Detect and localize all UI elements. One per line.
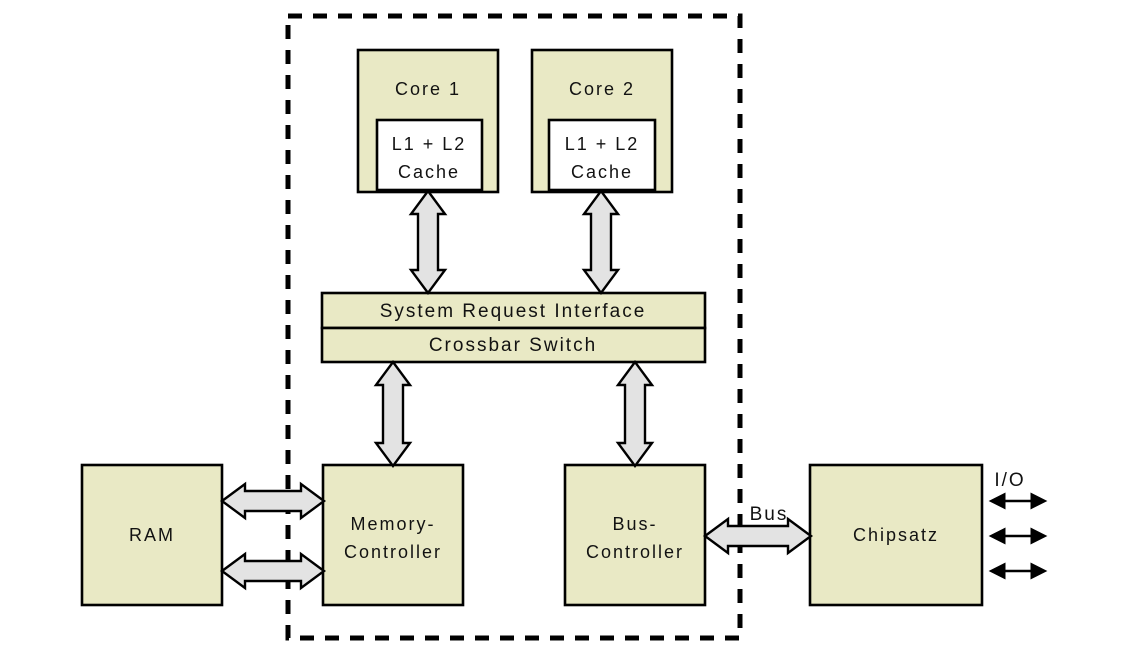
system-request-interface-label: System Request Interface: [380, 301, 647, 322]
bus-controller-label-line1: Bus-: [612, 514, 657, 534]
core1-cache-box: [375, 118, 484, 192]
crossbar-switch-label: Crossbar Switch: [429, 335, 597, 356]
core2-cache-label-line2: Cache: [571, 162, 633, 182]
ram-box: [80, 463, 224, 607]
arrow-ram-memory-controller-top: [219, 481, 327, 521]
arrow-cache2-sri: [581, 188, 621, 296]
bus-controller-label-line2: Controller: [586, 542, 684, 562]
core2-cache-box: [547, 118, 657, 192]
arrow-ram-memory-controller-bottom: [219, 551, 327, 591]
bus-controller-box: [563, 463, 707, 607]
ram-label: RAM: [129, 525, 175, 545]
bus-label: Bus: [750, 504, 789, 525]
core1-cache-label-line1: L1 + L2: [392, 134, 467, 154]
arrow-crossbar-bus-controller: [615, 359, 655, 469]
memory-controller-box: [321, 463, 465, 607]
io-label: I/O: [994, 470, 1025, 491]
chipset-label: Chipsatz: [853, 525, 939, 545]
core2-cache-label-line1: L1 + L2: [565, 134, 640, 154]
core2-label: Core 2: [569, 79, 635, 99]
memory-controller-label-line2: Controller: [344, 542, 442, 562]
arrow-cache1-sri: [408, 188, 448, 296]
arrow-bus-controller-chipset: [702, 516, 814, 556]
core1-label: Core 1: [395, 79, 461, 99]
crossbar-switch-bar: [320, 326, 707, 364]
cpu-die-boundary: [285, 13, 743, 641]
memory-controller-label-line1: Memory-: [351, 514, 436, 534]
arrow-crossbar-memory-controller: [373, 359, 413, 469]
core1-cache-label-line2: Cache: [398, 162, 460, 182]
